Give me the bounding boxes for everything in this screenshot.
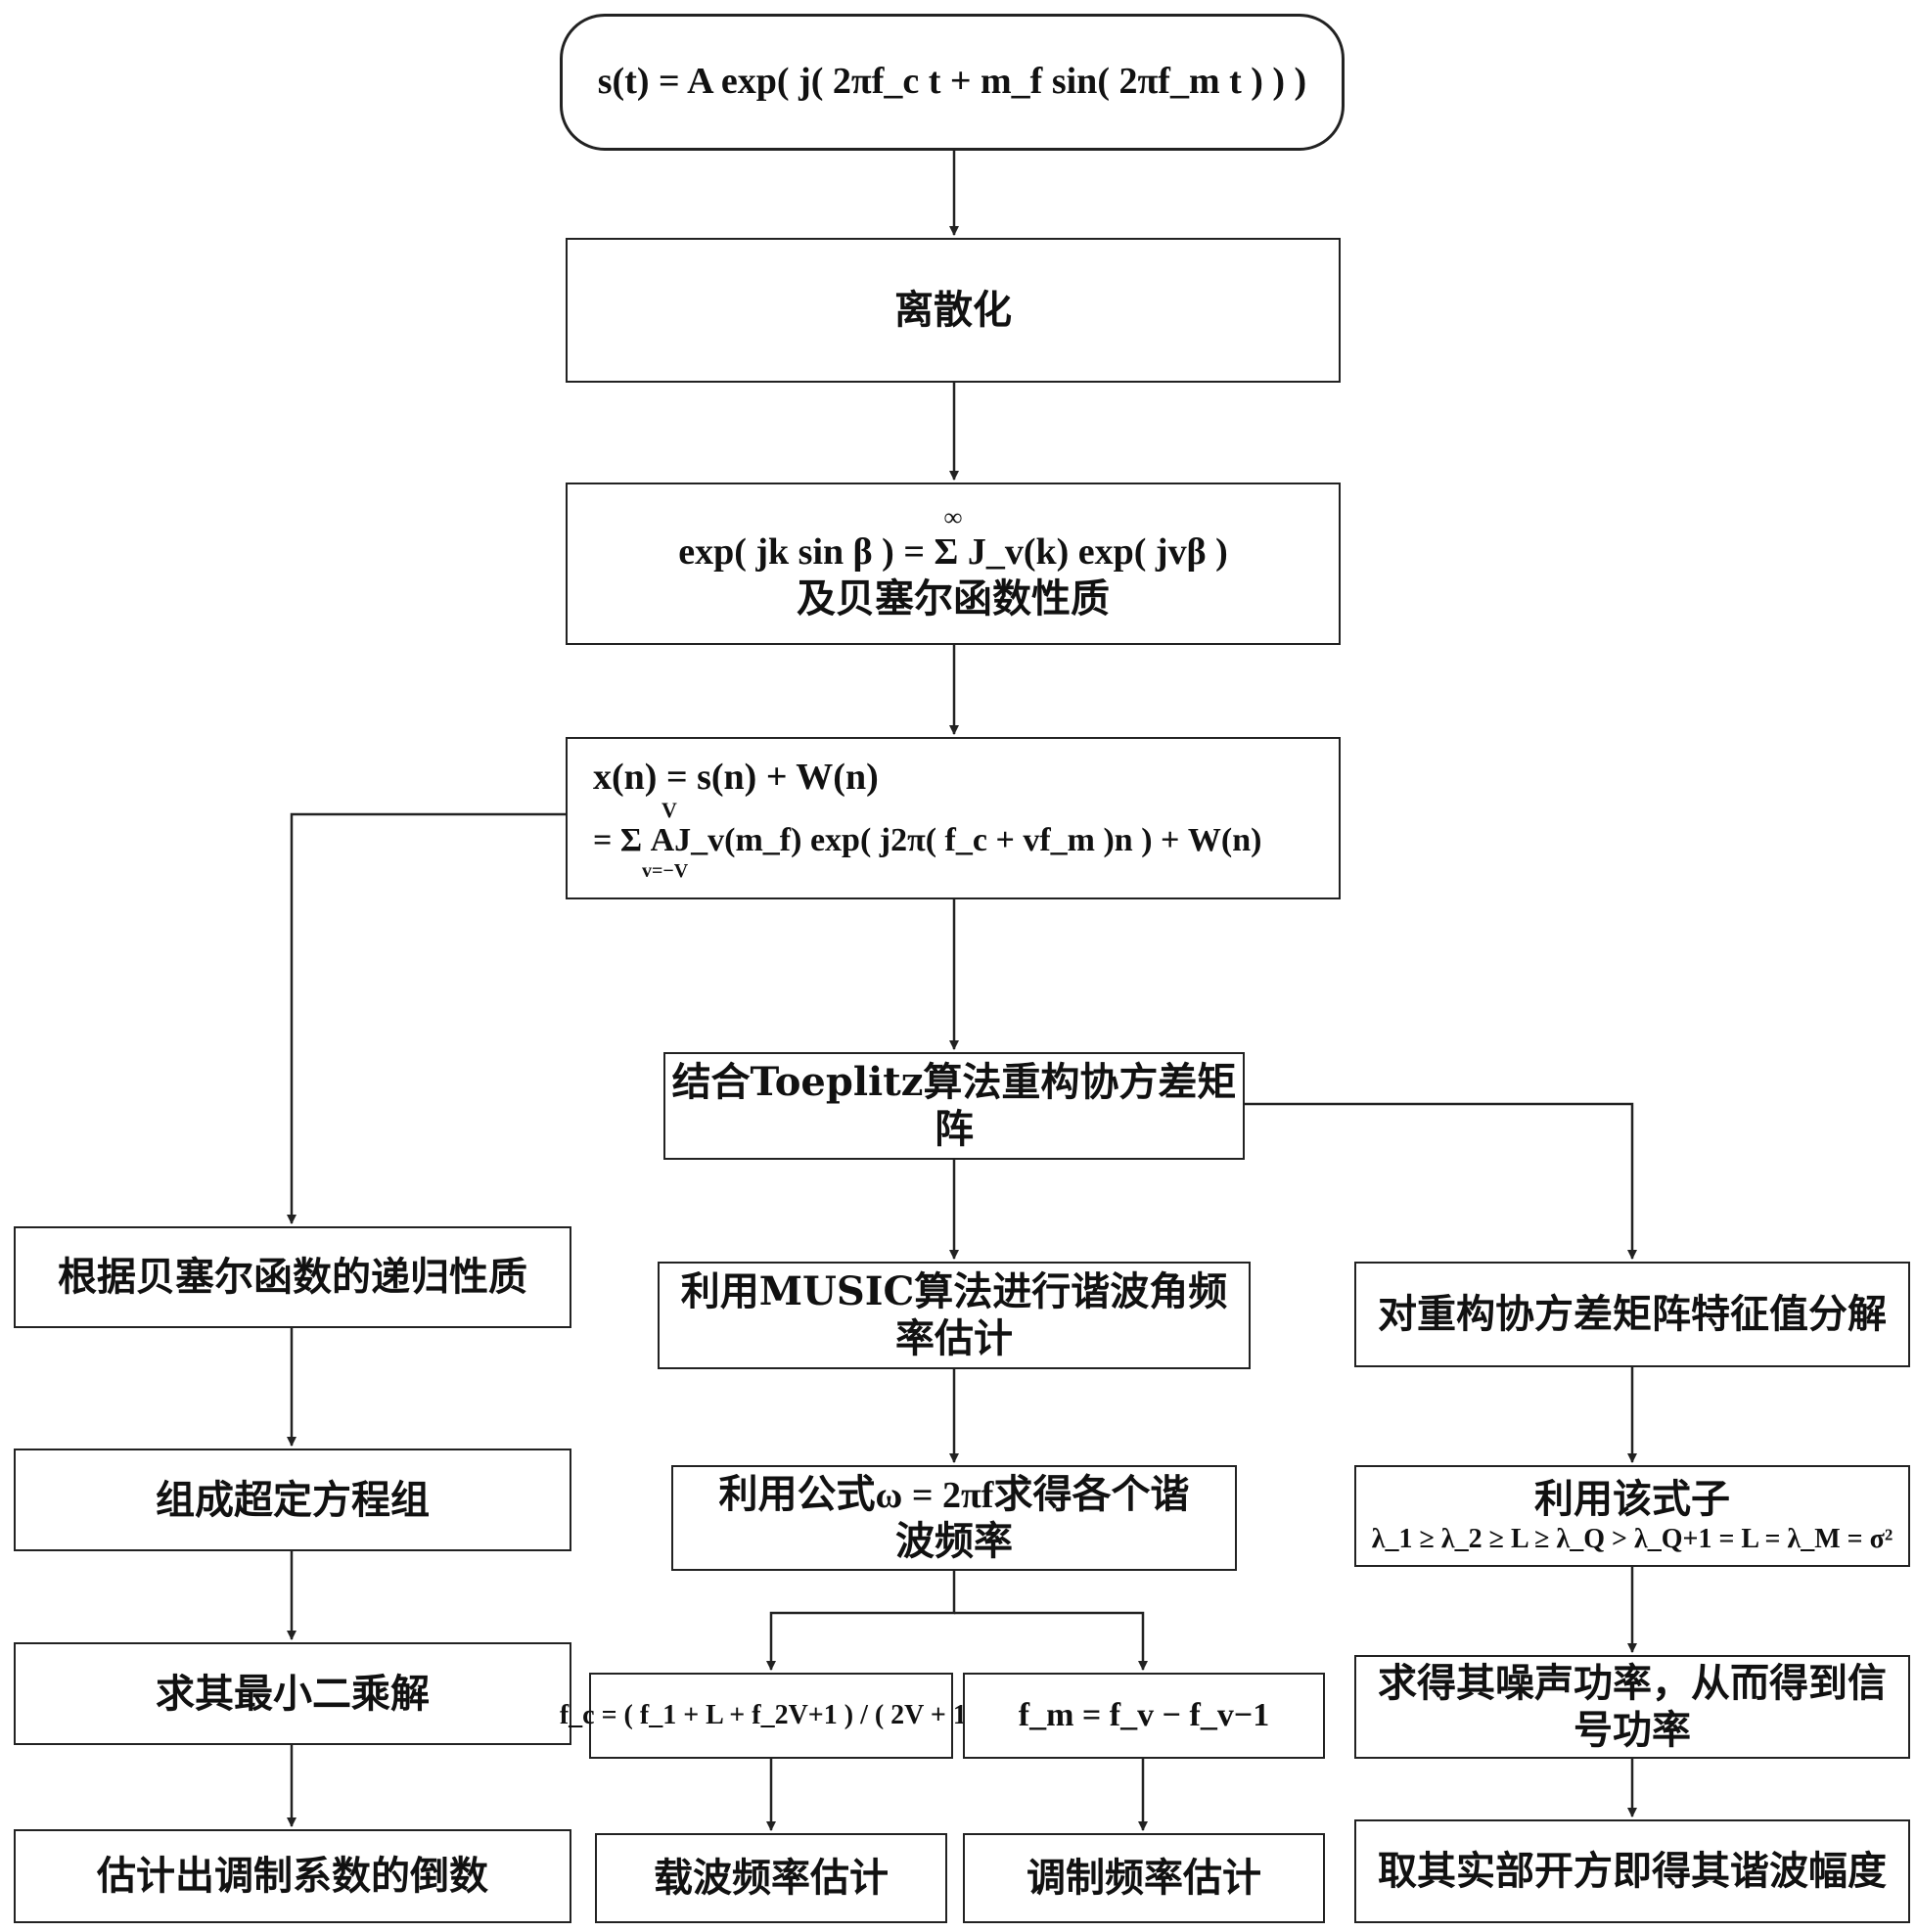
- signal-model-line2: = Σ AJ_v(m_f) exp( j2π( f_c + vf_m )n ) …: [593, 821, 1261, 861]
- bessel-recursion-label: 根据贝塞尔函数的递归性质: [58, 1254, 527, 1301]
- signal-model-sum-lower: v=−V: [593, 861, 688, 881]
- discretize-node: 离散化: [566, 238, 1341, 383]
- eigen-label: 对重构协方差矩阵特征值分解: [1378, 1291, 1887, 1338]
- omega-formula: ω = 2πf: [876, 1475, 994, 1516]
- use-formula-node: 利用该式子 λ_1 ≥ λ_2 ≥ L ≥ λ_Q > λ_Q+1 = L = …: [1354, 1465, 1910, 1567]
- omega-node: 利用公式ω = 2πf求得各个谐 波频率: [671, 1465, 1237, 1571]
- bessel-formula: exp( jk sin β ) = Σ J_v(k) exp( jvβ ): [678, 530, 1228, 575]
- toeplitz-node: 结合Toeplitz算法重构协方差矩 阵: [663, 1052, 1245, 1160]
- bessel-recursion-node: 根据贝塞尔函数的递归性质: [14, 1226, 571, 1328]
- fc-formula-node: f_c = ( f_1 + L + f_2V+1 ) / ( 2V + 1 ): [589, 1673, 953, 1759]
- edge-signal-recursion: [292, 814, 566, 1223]
- least-squares-label: 求其最小二乘解: [156, 1671, 430, 1718]
- bessel-label: 及贝塞尔函数性质: [797, 575, 1110, 622]
- omega-suffix: 求得各个谐: [993, 1471, 1189, 1517]
- noise-power-label: 求得其噪声功率，从而得到信: [1378, 1660, 1887, 1707]
- eigenvalue-formula: λ_1 ≥ λ_2 ≥ L ≥ λ_Q > λ_Q+1 = L = λ_M = …: [1372, 1523, 1893, 1556]
- edge-toeplitz-eigen: [1245, 1104, 1632, 1259]
- amplitude-node: 取其实部开方即得其谐波幅度: [1354, 1819, 1910, 1923]
- amplitude-label: 取其实部开方即得其谐波幅度: [1378, 1848, 1887, 1895]
- overdetermined-node: 组成超定方程组: [14, 1449, 571, 1551]
- fc-formula: f_c = ( f_1 + L + f_2V+1 ) / ( 2V + 1 ): [560, 1699, 982, 1732]
- noise-power-node: 求得其噪声功率，从而得到信 号功率: [1354, 1655, 1910, 1759]
- carrier-estimate-node: 载波频率估计: [595, 1833, 947, 1923]
- modulation-index-label: 估计出调制系数的倒数: [97, 1853, 488, 1900]
- modulation-index-node: 估计出调制系数的倒数: [14, 1829, 571, 1923]
- signal-model-sum-upper: V: [593, 800, 677, 821]
- signal-model-node: x(n) = s(n) + W(n) V = Σ AJ_v(m_f) exp( …: [566, 737, 1341, 899]
- music-label: 利用MUSIC算法进行谐波角频: [681, 1268, 1228, 1315]
- modulation-frequency-estimate-node: 调制频率估计: [963, 1833, 1325, 1923]
- least-squares-node: 求其最小二乘解: [14, 1642, 571, 1745]
- overdetermined-label: 组成超定方程组: [156, 1477, 430, 1524]
- use-formula-label: 利用该式子: [1534, 1476, 1730, 1523]
- signal-formula: s(t) = A exp( j( 2πf_c t + m_f sin( 2πf_…: [598, 60, 1306, 105]
- fm-formula: f_m = f_v − f_v−1: [1019, 1696, 1269, 1736]
- bessel-sum-upper: ∞: [944, 505, 963, 530]
- fm-formula-node: f_m = f_v − f_v−1: [963, 1673, 1325, 1759]
- toeplitz-label: 结合Toeplitz算法重构协方差矩: [672, 1059, 1237, 1106]
- signal-model-line1: x(n) = s(n) + W(n): [593, 756, 879, 801]
- start-signal-node: s(t) = A exp( j( 2πf_c t + m_f sin( 2πf_…: [560, 14, 1345, 151]
- omega-label2: 波频率: [895, 1518, 1013, 1565]
- edge-omega-split: [771, 1570, 954, 1670]
- carrier-estimate-label: 载波频率估计: [654, 1855, 889, 1902]
- music-label2: 率估计: [895, 1315, 1013, 1362]
- bessel-expansion-node: ∞ exp( jk sin β ) = Σ J_v(k) exp( jvβ ) …: [566, 483, 1341, 645]
- discretize-label: 离散化: [894, 287, 1012, 334]
- toeplitz-label2: 阵: [935, 1106, 974, 1153]
- modulation-frequency-estimate-label: 调制频率估计: [1026, 1855, 1261, 1902]
- edge-omega-fm: [954, 1613, 1143, 1670]
- noise-power-label2: 号功率: [1574, 1707, 1691, 1754]
- eigen-decomposition-node: 对重构协方差矩阵特征值分解: [1354, 1262, 1910, 1367]
- omega-line1: 利用公式ω = 2πf求得各个谐: [719, 1471, 1190, 1519]
- music-node: 利用MUSIC算法进行谐波角频 率估计: [658, 1262, 1251, 1369]
- omega-prefix: 利用公式: [719, 1471, 876, 1517]
